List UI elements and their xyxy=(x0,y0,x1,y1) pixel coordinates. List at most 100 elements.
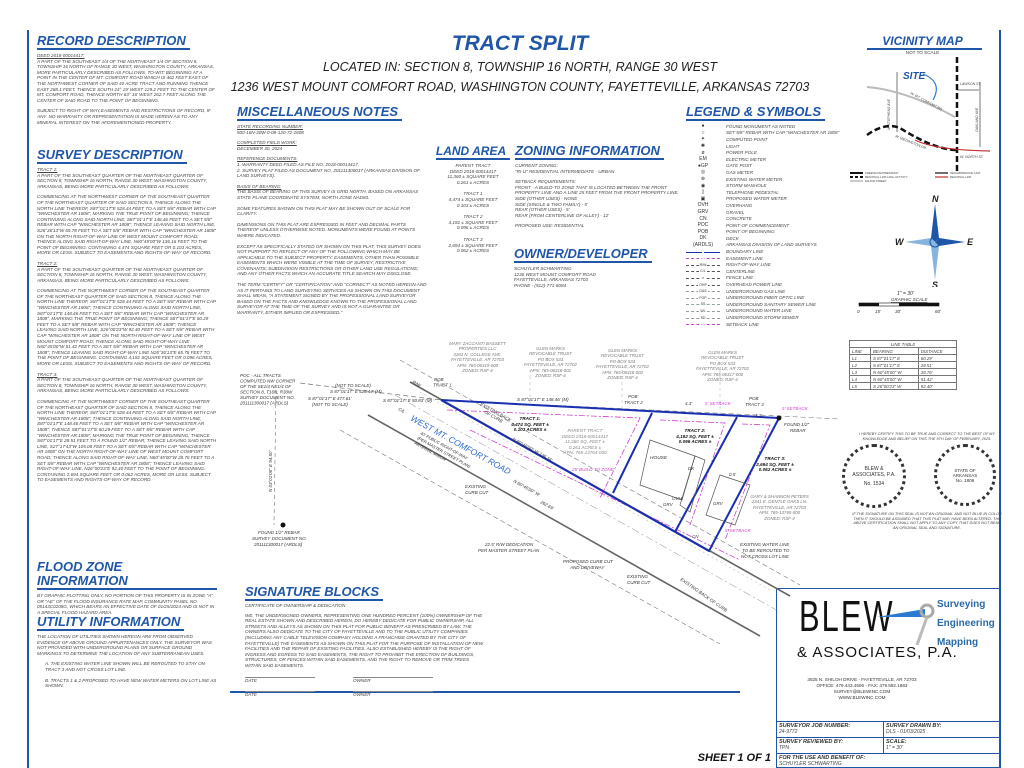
line-sample-icon: SS xyxy=(686,301,720,307)
site-arrow xyxy=(922,73,937,101)
legend-desc: FOUND MONUMENT AS NOTED xyxy=(726,123,796,129)
east-label: E xyxy=(967,237,974,247)
drawn-label: SURVEY DRAWN BY: xyxy=(886,723,942,729)
pob-label: TRACT 1 xyxy=(433,383,452,388)
scale-label: GRAPHIC SCALE xyxy=(891,297,929,302)
legend-symbol-icon: ✦ xyxy=(700,136,706,143)
line-sample-icon xyxy=(686,255,720,261)
poc-line: OF THE SE1/4 NE1/4 OF xyxy=(240,384,291,389)
legend-desc: FENCE LINE xyxy=(726,275,754,281)
date-signature-line[interactable]: DATE xyxy=(245,676,315,684)
legend-desc: OVERHEAD POWER LINE xyxy=(726,282,782,288)
neighbor-line: 2341 E. GENTLE OAKS LN. xyxy=(751,499,808,505)
neighbor-line: GLEN MARKS xyxy=(608,348,637,353)
tract3-text: 2,694 SQ. FEET ± xyxy=(756,461,794,467)
zoning-label: CURRENT ZONING: xyxy=(515,163,558,168)
seal-text: STATE OF xyxy=(954,467,976,473)
legend-item: ○SET 5/8" REBAR WITH CAP "WINCHESTER AR … xyxy=(686,130,846,137)
neighbor-line: REVOCABLE TRUST xyxy=(601,353,644,359)
scale-cell: SCALE:1" = 30' xyxy=(883,737,1000,754)
company-logo-text: BLEW xyxy=(799,592,895,641)
signature-sub: CERTIFICATE OF OWNERSHIP & DEDICATION xyxy=(245,603,346,608)
found-rebar-marker xyxy=(280,522,286,528)
line-table-cell: S 26°00'23" W xyxy=(870,382,919,390)
north-label: N xyxy=(932,194,939,204)
land-sqft: 2,694 ± SQUARE FEET xyxy=(448,242,498,248)
reviewed-value: TPN xyxy=(779,745,789,751)
legend-item: ◎GAS METER xyxy=(686,169,846,176)
line-sample-icon xyxy=(686,321,720,327)
vicinity-map-drawing: SITE N. STEPHENS AVE W. MT. COMFORT RD L… xyxy=(850,57,991,182)
street-label: OAKLAND AVE xyxy=(975,107,979,132)
owner-signature-line[interactable]: OWNER xyxy=(353,691,433,698)
overhang-label: OVH xyxy=(672,496,683,501)
neighbor-line: FAYETTEVILLE, AR 72702 xyxy=(596,364,649,370)
south-arrow-needle xyxy=(931,242,939,280)
sheet-number: SHEET 1 OF 1 xyxy=(697,752,771,764)
drawn-value: DLS - 01/03/2025 xyxy=(886,729,926,735)
found-rebar-label: 201111300017 (ARDLS) xyxy=(253,542,303,547)
line-sample-icon: GAS xyxy=(686,288,720,294)
legend-desc: EASEMENT LINE xyxy=(726,255,763,261)
line-table-cell: 28.51' xyxy=(917,361,958,369)
company-email[interactable]: SURVEY@BLEWINC.COM xyxy=(833,689,891,694)
tract2-text: TRACT 2: xyxy=(684,428,706,433)
company-seal: BLEW &ASSOCIATES, P.A.No. 1534 xyxy=(842,444,906,509)
rw-label: R/W xyxy=(412,380,423,389)
signature-heading: SIGNATURE BLOCKS xyxy=(245,585,384,601)
line-code: SS xyxy=(699,302,707,307)
legend-line-item: EASEMENT LINE xyxy=(686,255,846,262)
neighbor-line: ZONED: RSF-4 xyxy=(764,515,795,521)
legend-desc: UNDERGROUND FIBER OPTIC LINE xyxy=(726,295,805,301)
company-logo-sub: & ASSOCIATES, P.A. xyxy=(797,644,958,661)
line-sample-icon: C/L xyxy=(686,268,720,274)
cert-statement: I HEREBY CERTIFY THIS TO BE TRUE AND COR… xyxy=(859,432,995,441)
tract3-text: 0.062 ACRES ± xyxy=(758,467,792,472)
land-heading: LAND AREA xyxy=(435,144,511,160)
line-table-cell: N 60°45'00" W xyxy=(870,368,919,376)
proposed-use: PROPOSED USE: RESIDENTIAL xyxy=(515,223,585,229)
line-table-cell: S 87°01'17" E xyxy=(870,361,919,369)
legend-item: ✺LIGHT xyxy=(686,143,846,150)
legend-desc: CONCRETE xyxy=(726,216,752,222)
land-acres: 0.261 ± ACRES xyxy=(456,179,490,185)
land-acres: 0.103 ± ACRES xyxy=(456,202,490,208)
neighbor-line: 3263 N. COLLEGE AVE. xyxy=(453,351,502,357)
legend-desc: UNDERGROUND GAS LINE xyxy=(726,288,786,294)
scale-tick: 15' xyxy=(875,309,881,314)
reviewed-by-cell: SURVEY REVIEWED BY:TPN xyxy=(776,737,884,754)
land-acres: 0.062 ± ACRES xyxy=(456,248,490,254)
south-label: S xyxy=(932,280,938,287)
setback-label: 5' SETBACK xyxy=(705,401,732,406)
line-code: FOP xyxy=(698,295,708,300)
legend-desc: GATE POST xyxy=(726,163,752,169)
seal-text: ASSOCIATES, P.A. xyxy=(852,471,896,478)
pob-label: POB xyxy=(434,377,444,382)
vicinity-heading: VICINITY MAP xyxy=(867,34,982,50)
utility-note-b: B. TRACTS 1 & 2 PROPOSED TO HAVE NEW WAT… xyxy=(45,677,217,689)
legend-desc: SET 5/8" REBAR WITH CAP "WINCHESTER AR 1… xyxy=(726,130,840,136)
commencement-line xyxy=(299,382,442,401)
key-label: MAJOR STREET xyxy=(865,179,887,182)
curb-cut-label: CURB CUT xyxy=(627,580,652,585)
section-west-line xyxy=(273,389,277,526)
address-line: 1236 WEST MOUNT COMFORT ROAD, WASHINGTON… xyxy=(230,80,810,94)
pob-label: POB xyxy=(628,394,638,399)
legend-symbol-icon: OVH xyxy=(697,202,709,209)
note-text: DECEMBER 30, 2024 xyxy=(237,145,283,151)
company-website[interactable]: WWW.BLEWINC.COM xyxy=(838,695,886,700)
owner-signature-line[interactable]: OWNER xyxy=(353,676,433,684)
certification: I HEREBY CERTIFY THIS TO BE TRUE AND COR… xyxy=(842,432,1002,531)
date-signature-line[interactable]: DATE xyxy=(245,691,315,698)
